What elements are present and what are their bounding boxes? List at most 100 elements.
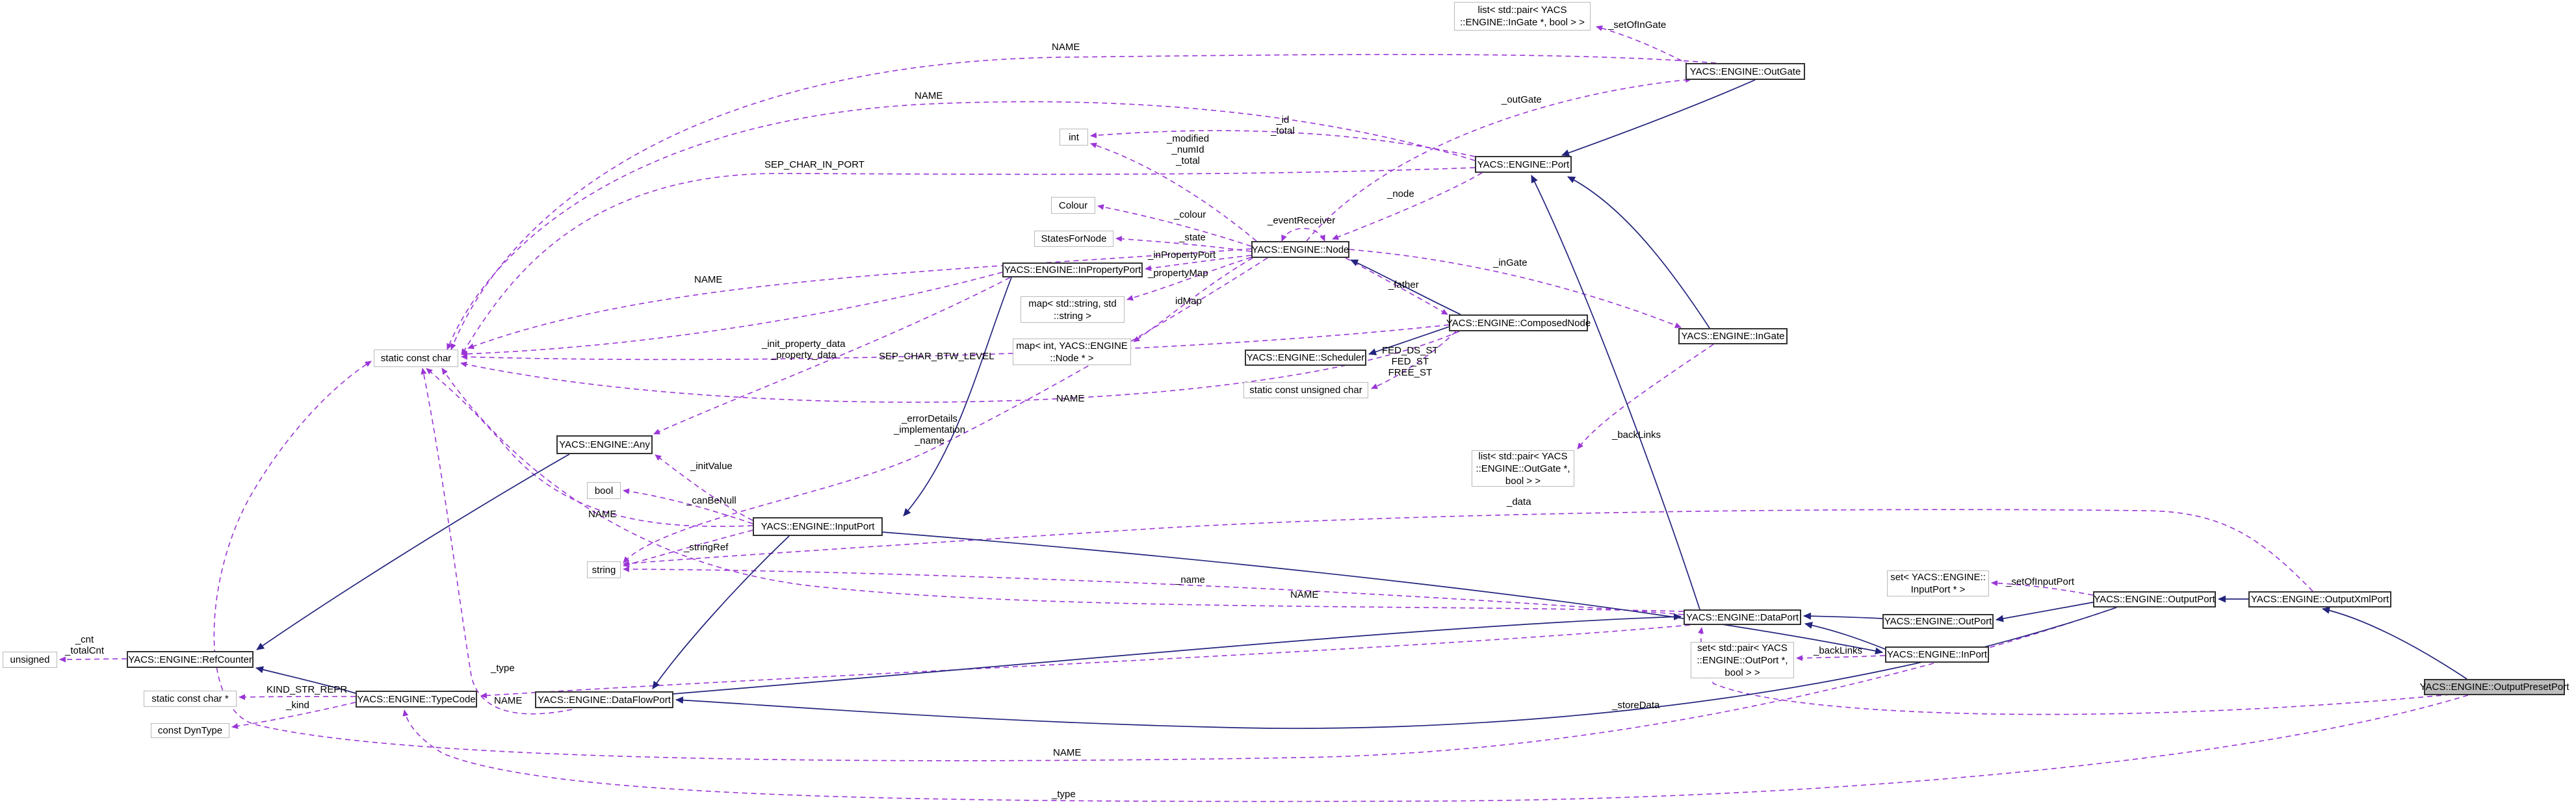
- edge-inherit-51: [1996, 602, 2094, 622]
- edge-label-line: _name: [915, 435, 944, 446]
- edge-member-2: [447, 101, 1476, 350]
- node-label: const DynType: [157, 725, 223, 736]
- node-label: bool > >: [1724, 667, 1760, 678]
- edge-label-line: _colour: [1174, 209, 1206, 220]
- edge-label-line: SEP_CHAR_BTW_LEVEL: [879, 351, 995, 362]
- edge-label: _canBeNull: [686, 495, 736, 506]
- node-outgate[interactable]: YACS::ENGINE::OutGate: [1685, 63, 1805, 80]
- edge-label-line: _modified: [1167, 133, 1210, 144]
- node-bool: bool: [587, 482, 621, 499]
- edge-label-line: _eventReceiver: [1268, 215, 1336, 226]
- edge-label: _father: [1388, 279, 1419, 290]
- node-scheduler[interactable]: YACS::ENGINE::Scheduler: [1245, 350, 1366, 366]
- edge-label: _storeData: [1612, 700, 1659, 711]
- edge-member-30: [421, 368, 573, 715]
- node-outport[interactable]: YACS::ENGINE::OutPort: [1882, 614, 1994, 629]
- edge-label-line: KIND_STR_REPR: [267, 684, 348, 695]
- edge-member-21: [623, 257, 1268, 563]
- node-label: ::ENGINE::OutGate *,: [1476, 463, 1570, 474]
- edge-member-16: [1371, 331, 1457, 389]
- edge-member-28: [441, 368, 1684, 612]
- node-outputport[interactable]: YACS::ENGINE::OutputPort: [2093, 591, 2216, 607]
- edge-member-6: [1097, 204, 1252, 247]
- edge-label-line: _stringRef: [684, 542, 729, 553]
- node-label: list< std::pair< YACS: [1477, 5, 1567, 16]
- node-label: YACS::ENGINE::OutGate: [1689, 66, 1801, 77]
- edge-member-8: [1145, 255, 1252, 272]
- node-composednode[interactable]: YACS::ENGINE::ComposedNode: [1446, 314, 1591, 331]
- edge-label-line: _canBeNull: [686, 495, 736, 506]
- node-label: ::ENGINE::OutPort *,: [1697, 654, 1788, 666]
- edge-label-line: _inPropertyPort: [1148, 249, 1216, 261]
- edge-label-line: _cnt: [75, 634, 94, 645]
- edge-label: _type: [491, 663, 515, 674]
- edge-label: KIND_STR_REPR: [267, 684, 347, 695]
- node-set-inputport: set< YACS::ENGINE::InputPort * >: [1887, 570, 1989, 596]
- edge-label: _setOfInputPort: [2006, 576, 2074, 587]
- edge-member-31: [623, 509, 2313, 592]
- node-port[interactable]: YACS::ENGINE::Port: [1475, 156, 1572, 173]
- node-dataflowport[interactable]: YACS::ENGINE::DataFlowPort: [535, 691, 673, 708]
- edge-member-36: [402, 695, 2469, 802]
- edge-label: NAME: [588, 509, 616, 520]
- edge-member-39: [239, 694, 356, 700]
- edge-label: NAME: [915, 90, 943, 101]
- edge-label: _state: [1179, 232, 1206, 243]
- node-const-dyntype: const DynType: [151, 723, 229, 738]
- edge-label-line: _type: [491, 663, 515, 674]
- edge-label-line: NAME: [1052, 42, 1080, 53]
- edge-label: idMap: [1175, 296, 1202, 307]
- edge-label-line: FED_DS_ST: [1382, 345, 1438, 356]
- node-label: YACS::ENGINE::InGate: [1681, 331, 1785, 342]
- node-ingate[interactable]: YACS::ENGINE::InGate: [1678, 328, 1788, 344]
- node-static-const-char-ptr: static const char *: [144, 691, 237, 707]
- edge-label-line: NAME: [1053, 747, 1082, 758]
- node-label: static const char: [380, 353, 452, 364]
- edge-label-line: _storeData: [1612, 700, 1660, 711]
- edge-label: _backLinks: [1814, 645, 1862, 656]
- edge-label: NAME: [694, 274, 722, 285]
- node-outputxmlport[interactable]: YACS::ENGINE::OutputXmlPort: [2248, 591, 2391, 607]
- edge-label: _initValue: [690, 461, 733, 472]
- node-label: int: [1069, 131, 1079, 143]
- edge-inherit-56: [256, 454, 570, 650]
- node-label: YACS::ENGINE::Port: [1477, 159, 1570, 170]
- edge-member-5: [1090, 142, 1257, 242]
- node-any[interactable]: YACS::ENGINE::Any: [556, 435, 653, 454]
- node-label: YACS::ENGINE::InPropertyPort: [1004, 264, 1141, 275]
- edge-label-line: _kind: [286, 700, 309, 711]
- node-node[interactable]: YACS::ENGINE::Node: [1251, 241, 1349, 258]
- edge-label: SEP_CHAR_BTW_LEVEL: [879, 351, 995, 362]
- edge-member-15: [1345, 257, 1448, 315]
- node-label: Colour: [1058, 199, 1088, 211]
- edge-member-29: [480, 624, 1691, 698]
- node-inpropertyport[interactable]: YACS::ENGINE::InPropertyPort: [1002, 262, 1143, 277]
- edge-label: _type: [1052, 789, 1076, 800]
- edge-label: _propertyMap: [1148, 268, 1208, 279]
- node-label: list< std::pair< YACS: [1478, 450, 1568, 462]
- edge-member-40: [231, 702, 356, 730]
- edge-member-14: [1349, 249, 1682, 328]
- node-label: ::string >: [1054, 310, 1091, 322]
- node-dataport[interactable]: YACS::ENGINE::DataPort: [1684, 609, 1801, 625]
- edge-member-35: [1698, 627, 2451, 715]
- node-refcounter[interactable]: YACS::ENGINE::RefCounter: [127, 651, 254, 668]
- node-statesfornode: StatesForNode: [1034, 231, 1113, 247]
- edge-label-line: NAME: [494, 695, 523, 706]
- edge-member-10: [1133, 257, 1253, 342]
- node-inport[interactable]: YACS::ENGINE::InPort: [1885, 646, 1989, 663]
- node-label: InputPort * >: [1910, 584, 1966, 595]
- edge-label-line: _initValue: [690, 461, 733, 472]
- edge-label-line: _propertyMap: [1148, 268, 1208, 279]
- node-inputport[interactable]: YACS::ENGINE::InputPort: [753, 517, 883, 536]
- edge-label-line: _type: [1052, 789, 1076, 800]
- edge-label-line: _errorDetails: [902, 413, 957, 424]
- edge-member-32: [1991, 580, 2094, 596]
- node-outputpresetport: YACS::ENGINE::OutputPresetPort: [2420, 679, 2569, 695]
- node-typecode[interactable]: YACS::ENGINE::TypeCode: [356, 691, 477, 708]
- node-label: YACS::ENGINE::OutputPresetPort: [2419, 682, 2569, 693]
- edge-label-line: NAME: [588, 509, 617, 520]
- node-list-outgate: list< std::pair< YACS::ENGINE::OutGate *…: [1472, 450, 1574, 487]
- edge-inherit-41: [1561, 79, 1756, 157]
